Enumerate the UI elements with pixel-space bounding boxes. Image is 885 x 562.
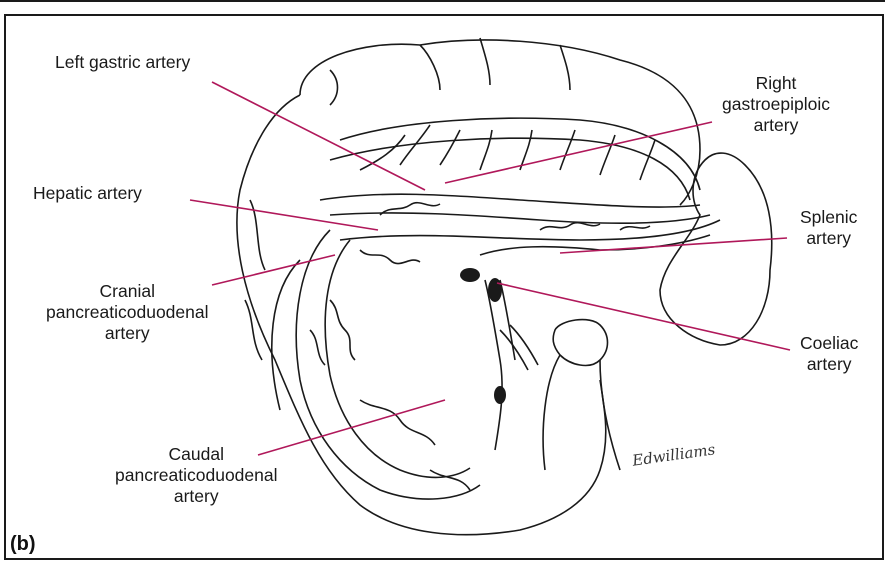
label-splenic-artery: Splenic artery (800, 207, 857, 249)
label-left-gastric-artery: Left gastric artery (55, 52, 190, 73)
leader-right-gastroepiploic (445, 122, 712, 183)
label-coeliac-artery: Coeliac artery (800, 333, 858, 375)
label-line: artery (722, 115, 830, 136)
label-line: Splenic (800, 207, 857, 228)
panel-letter: (b) (10, 533, 36, 556)
label-line: artery (800, 228, 857, 249)
leader-cranial-pd (212, 255, 335, 285)
label-caudal-pancreaticoduodenal-artery: Caudal pancreaticoduodenal artery (115, 444, 278, 507)
label-line: artery (46, 323, 209, 344)
label-line: Cranial (46, 281, 209, 302)
label-right-gastroepiploic-artery: Right gastroepiploic artery (722, 73, 830, 136)
leader-caudal-pd (258, 400, 445, 455)
label-line: Coeliac (800, 333, 858, 354)
label-line: Caudal (115, 444, 278, 465)
label-line: artery (800, 354, 858, 375)
label-line: artery (115, 486, 278, 507)
label-line: Right (722, 73, 830, 94)
label-line: pancreaticoduodenal (46, 302, 209, 323)
label-hepatic-artery: Hepatic artery (33, 183, 142, 204)
leader-coeliac (497, 283, 790, 350)
leader-hepatic (190, 200, 378, 230)
label-line: gastroepiploic (722, 94, 830, 115)
label-line: pancreaticoduodenal (115, 465, 278, 486)
label-cranial-pancreaticoduodenal-artery: Cranial pancreaticoduodenal artery (46, 281, 209, 344)
vessel-dark-marks (460, 268, 506, 404)
